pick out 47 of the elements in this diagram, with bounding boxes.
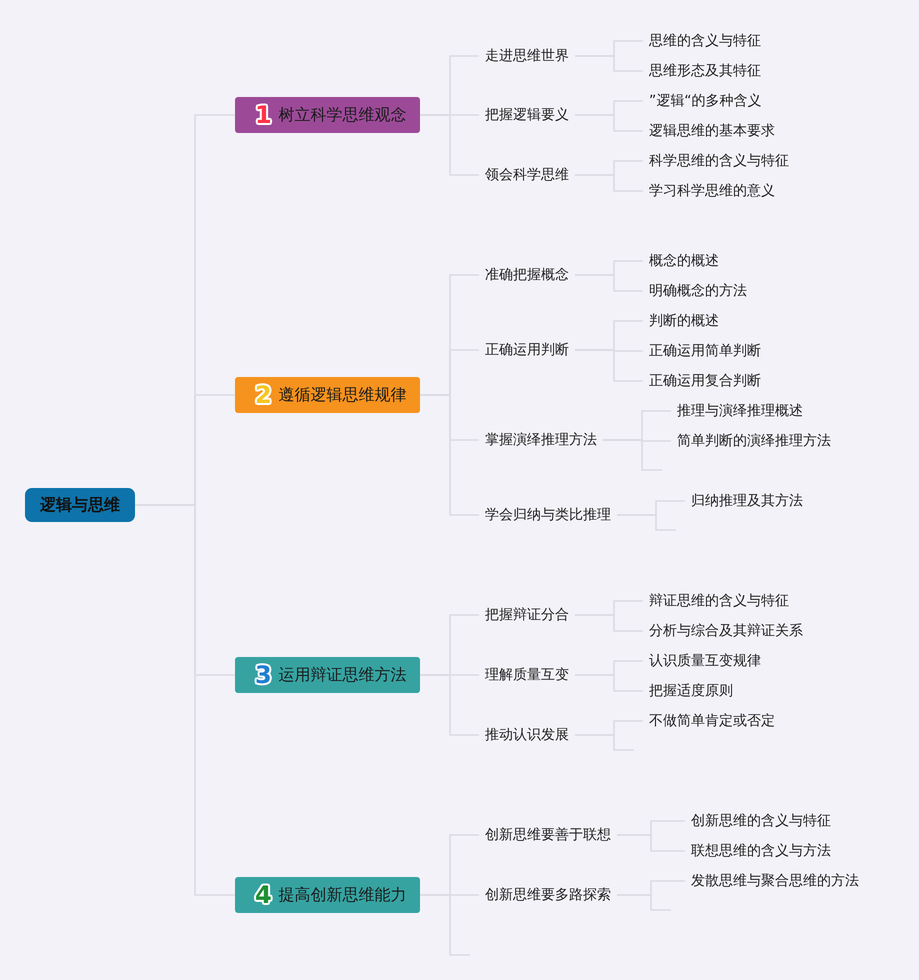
priority-number: 2 — [254, 381, 273, 409]
detail-label: 归纳推理及其方法 — [685, 491, 809, 511]
detail-label: 不做简单肯定或否定 — [643, 711, 781, 731]
detail-label: 辩证思维的含义与特征 — [643, 591, 795, 611]
priority-number: 1 — [254, 101, 273, 129]
detail-label: 科学思维的含义与特征 — [643, 151, 795, 171]
topic-box — [235, 377, 420, 413]
priority-number: 4 — [254, 881, 273, 909]
detail-label: 学习科学思维的意义 — [643, 181, 781, 201]
topic-box — [235, 877, 420, 913]
detail-label: 创新思维的含义与特征 — [685, 811, 837, 831]
subtopic-label: 学会归纳与类比推理 — [479, 505, 617, 525]
subtopic-label: 推动认识发展 — [479, 725, 575, 745]
topic-label: 遵循逻辑思维规律 — [278, 384, 407, 406]
subtopic-label: 领会科学思维 — [479, 165, 575, 185]
subtopic-label: 把握逻辑要义 — [479, 105, 575, 125]
subtopic-label: 走进思维世界 — [479, 46, 575, 66]
detail-label: 推理与演绎推理概述 — [671, 401, 809, 421]
subtopic-label: 正确运用判断 — [479, 340, 575, 360]
detail-label: ”逻辑“的多种含义 — [643, 91, 768, 111]
detail-label: 分析与综合及其辩证关系 — [643, 621, 809, 641]
subtopic-label: 创新思维要善于联想 — [479, 825, 617, 845]
priority-number: 3 — [254, 661, 273, 689]
topic-label: 运用辩证思维方法 — [278, 664, 407, 686]
detail-label: 判断的概述 — [643, 311, 725, 331]
detail-label: 思维形态及其特征 — [643, 61, 767, 81]
detail-label: 明确概念的方法 — [643, 281, 753, 301]
detail-label: 认识质量互变规律 — [643, 651, 767, 671]
subtopic-label: 理解质量互变 — [479, 665, 575, 685]
topic-label: 提高创新思维能力 — [278, 884, 407, 906]
topic-box — [235, 97, 420, 133]
detail-label: 正确运用简单判断 — [643, 341, 767, 361]
detail-label: 发散思维与聚合思维的方法 — [685, 871, 865, 891]
subtopic-label: 创新思维要多路探索 — [479, 885, 617, 905]
detail-label: 思维的含义与特征 — [643, 31, 767, 51]
detail-label: 把握适度原则 — [643, 681, 739, 701]
topic-box — [235, 657, 420, 693]
topic-label: 树立科学思维观念 — [278, 104, 407, 126]
central-topic: 逻辑与思维 — [25, 488, 135, 522]
detail-label: 联想思维的含义与方法 — [685, 841, 837, 861]
subtopic-label: 掌握演绎推理方法 — [479, 430, 603, 450]
detail-label: 正确运用复合判断 — [643, 371, 767, 391]
detail-label: 概念的概述 — [643, 251, 725, 271]
subtopic-label: 把握辩证分合 — [479, 605, 575, 625]
detail-label: 简单判断的演绎推理方法 — [671, 431, 837, 451]
detail-label: 逻辑思维的基本要求 — [643, 121, 781, 141]
subtopic-label: 准确把握概念 — [479, 265, 575, 285]
